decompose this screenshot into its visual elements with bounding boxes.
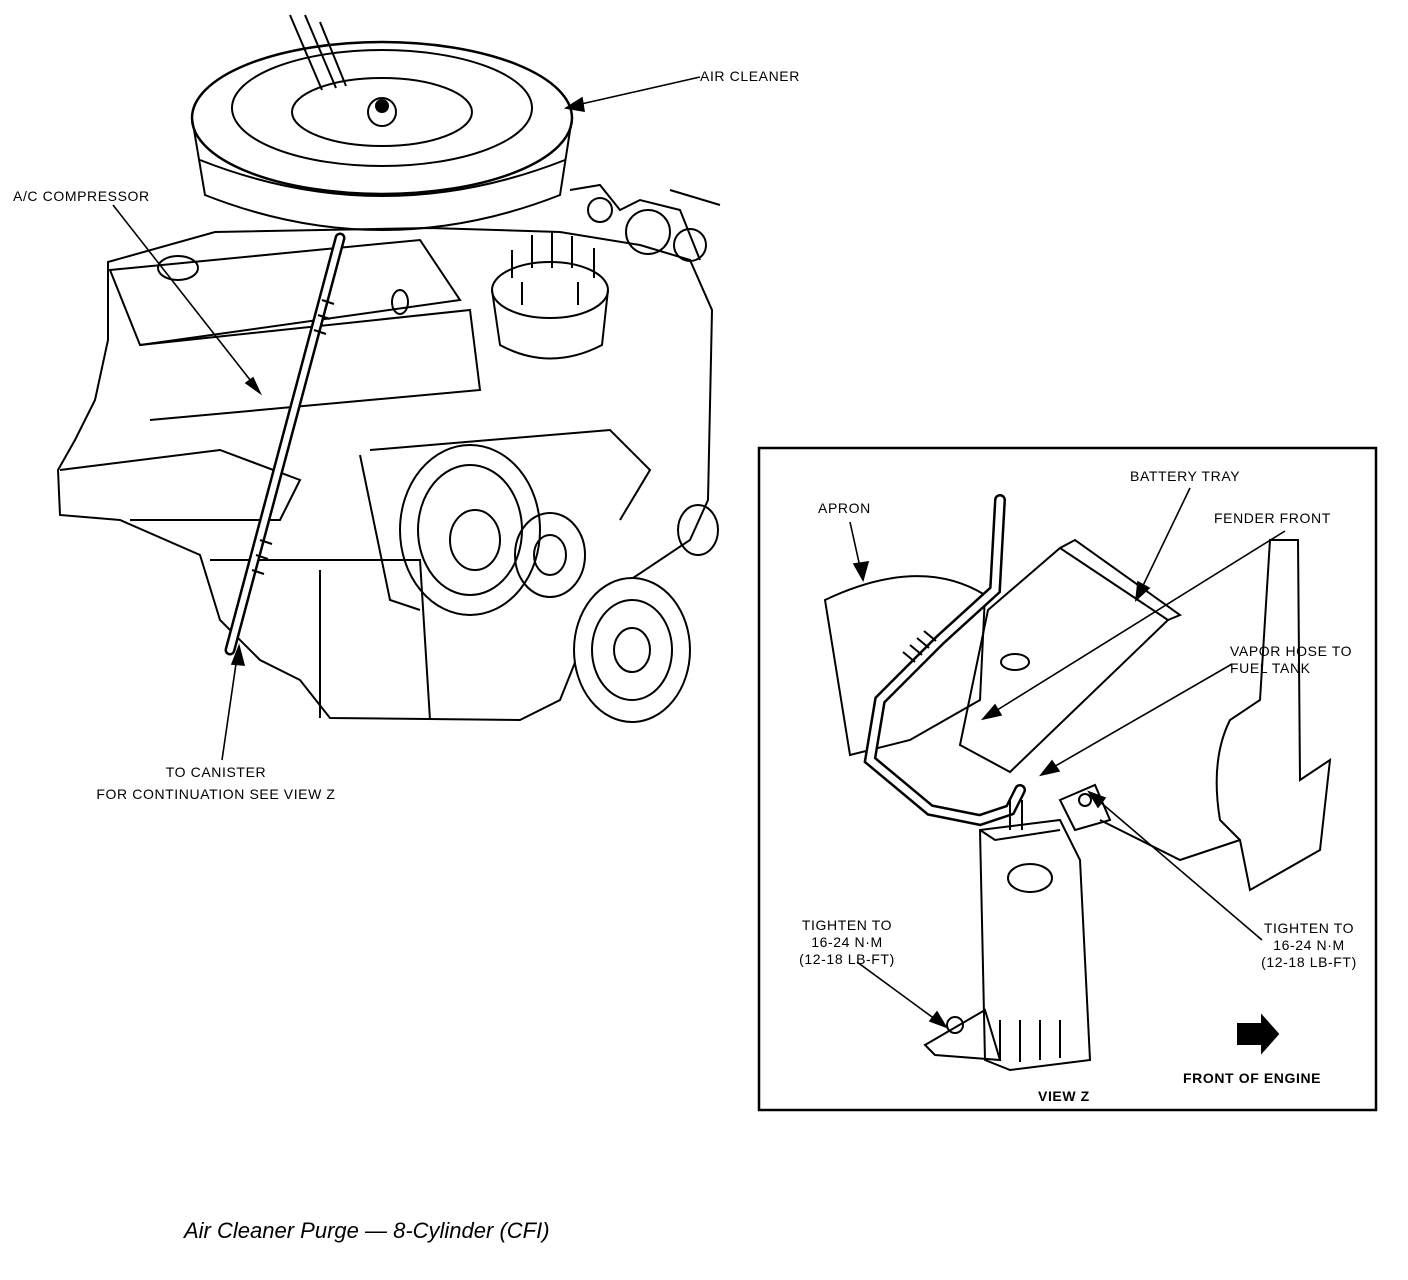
to-canister-label-line1: TO CANISTER xyxy=(165,764,267,780)
fender-front-label: FENDER FRONT xyxy=(1214,510,1331,526)
apron-label: APRON xyxy=(818,500,871,516)
battery-tray-label: BATTERY TRAY xyxy=(1130,468,1241,484)
to-canister-label-line2: FOR CONTINUATION SEE VIEW Z xyxy=(96,786,336,802)
tighten-right-label-line1: TIGHTEN TO xyxy=(1263,920,1355,936)
purge-hose-drawing xyxy=(224,232,346,656)
vapor-hose-label-line2: FUEL TANK xyxy=(1230,660,1311,676)
air-cleaner-label: AIR CLEANER xyxy=(700,68,800,84)
figure-caption: Air Cleaner Purge — 8-Cylinder (CFI) xyxy=(184,1218,550,1243)
tighten-left-label-line3: (12-18 LB-FT) xyxy=(799,951,895,967)
view-z-frame xyxy=(757,446,1378,1112)
tighten-left-label-line1: TIGHTEN TO xyxy=(801,917,893,933)
air-cleaner-drawing xyxy=(190,14,574,231)
main-view-leader-lines xyxy=(112,76,701,761)
view-z-title: VIEW Z xyxy=(1038,1088,1090,1104)
tighten-right-label-line2: 16-24 N·m xyxy=(1273,937,1345,953)
tighten-left-label-line2: 16-24 N·m xyxy=(811,934,883,950)
engine-block-drawing xyxy=(56,183,721,723)
ac-compressor-label: A/C COMPRESSOR xyxy=(13,188,150,204)
vapor-hose-label-line1: VAPOR HOSE TO xyxy=(1230,643,1353,659)
front-of-engine-label: FRONT OF ENGINE xyxy=(1183,1070,1322,1086)
view-z-drawing xyxy=(823,494,1332,1072)
tighten-right-label-line3: (12-18 LB-FT) xyxy=(1261,954,1357,970)
view-z-leader-lines xyxy=(849,487,1286,1029)
front-of-engine-arrow xyxy=(1237,1013,1280,1055)
